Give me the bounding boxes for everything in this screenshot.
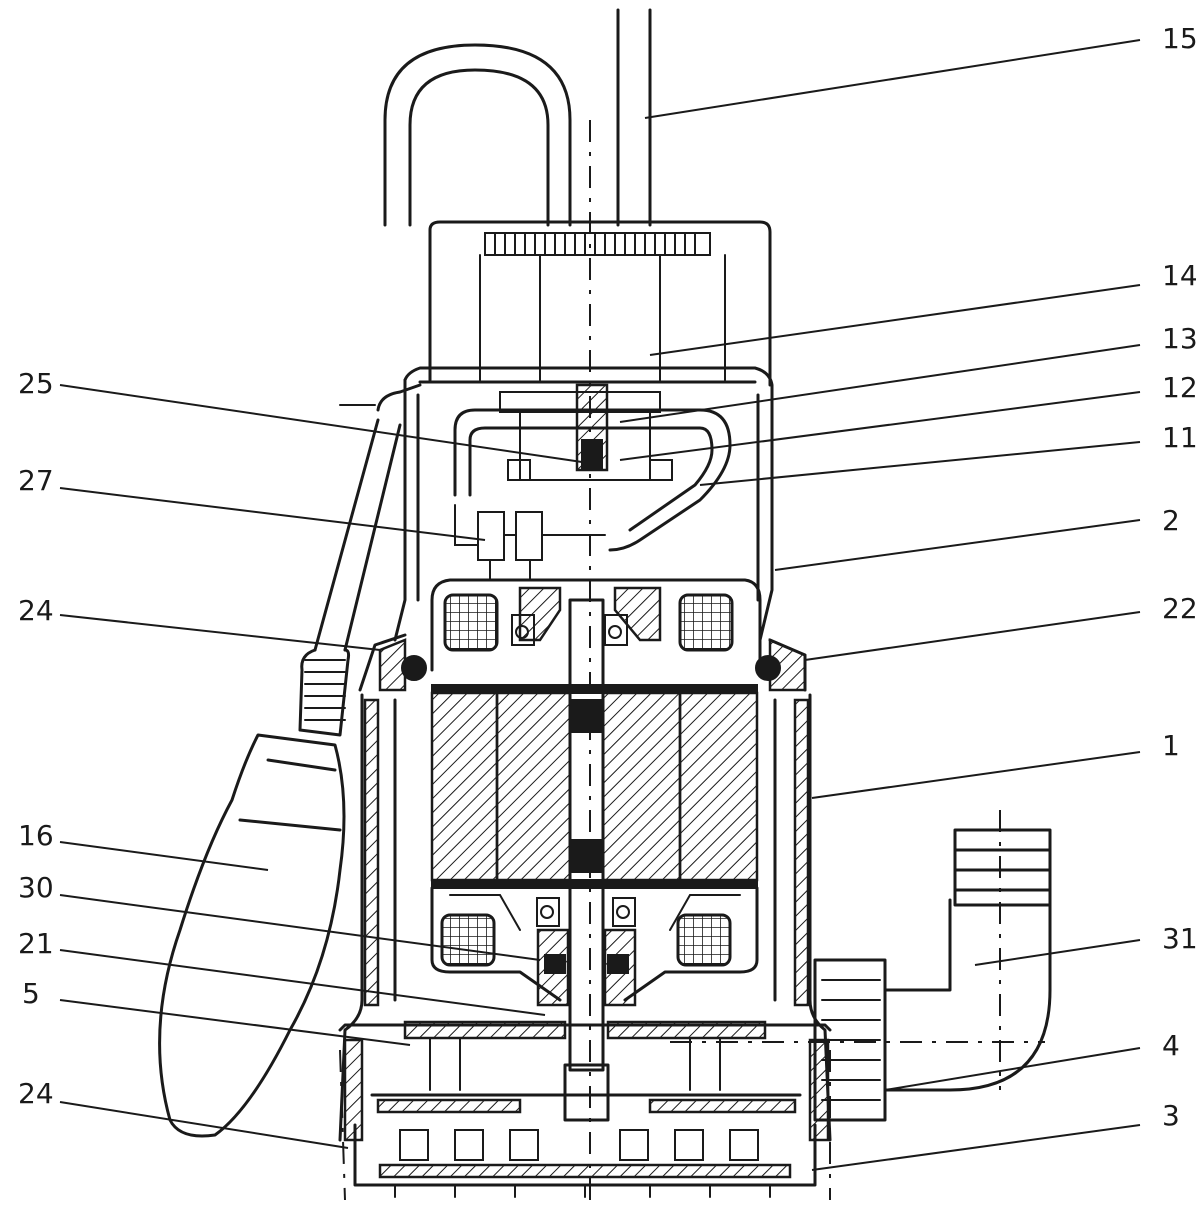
- label-12: 12: [1162, 371, 1196, 404]
- label-22: 22: [1162, 592, 1196, 625]
- label-31: 31: [1162, 922, 1196, 955]
- stator-left: [430, 691, 499, 882]
- float-switch: [158, 733, 346, 1138]
- label-3: 3: [1162, 1099, 1180, 1132]
- label-15: 15: [1162, 22, 1196, 55]
- rotor-right: [601, 691, 682, 882]
- label-11: 11: [1162, 421, 1196, 454]
- hose-connector: [953, 828, 1052, 907]
- callout-lines: [59, 39, 1141, 1171]
- label-24-upper: 24: [18, 594, 54, 627]
- shaft: [568, 598, 605, 1072]
- label-13: 13: [1162, 322, 1196, 355]
- float-cable: [313, 418, 402, 652]
- label-21: 21: [18, 927, 54, 960]
- winding-top-left: [443, 593, 499, 652]
- rotor-left: [495, 691, 572, 882]
- winding-top-right: [678, 593, 734, 652]
- label-1: 1: [1162, 729, 1180, 762]
- label-30: 30: [18, 871, 54, 904]
- label-14: 14: [1162, 259, 1196, 292]
- label-16: 16: [18, 819, 54, 852]
- winding-bottom-right: [676, 913, 732, 967]
- stator-right: [678, 691, 759, 882]
- handle: [383, 43, 572, 227]
- motor-housing: [403, 366, 774, 642]
- label-25: 25: [18, 367, 54, 400]
- label-4: 4: [1162, 1029, 1180, 1062]
- top-cover: [428, 220, 772, 387]
- discharge-nozzle: [813, 958, 887, 1122]
- label-24-lower: 24: [18, 1077, 54, 1110]
- label-5: 5: [22, 977, 40, 1010]
- winding-bottom-left: [440, 913, 496, 967]
- label-27: 27: [18, 464, 54, 497]
- label-2: 2: [1162, 504, 1180, 537]
